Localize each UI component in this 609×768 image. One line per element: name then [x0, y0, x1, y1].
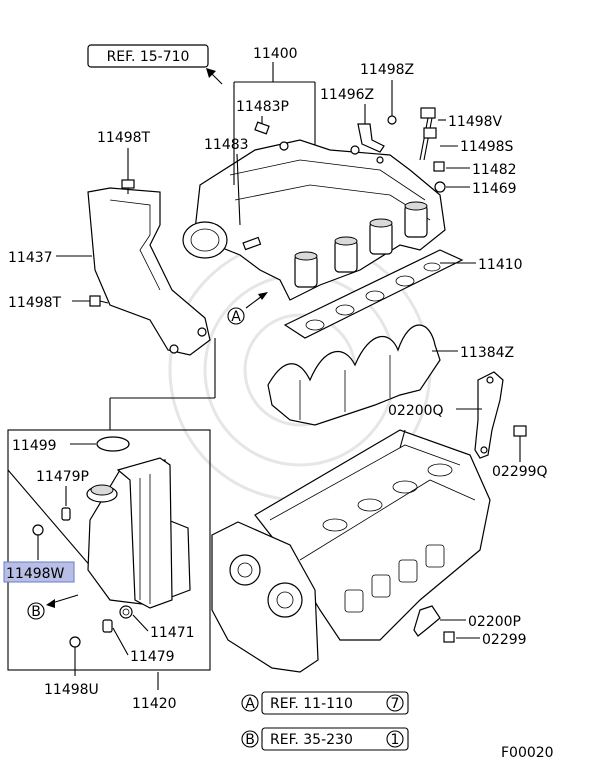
bolt-11498T-top: [121, 179, 135, 194]
label-11498T-top[interactable]: 11498T: [97, 130, 151, 146]
label-11498T-side[interactable]: 11498T: [8, 295, 62, 311]
bolt-11483P: [254, 116, 270, 135]
label-11498U[interactable]: 11498U: [44, 682, 99, 698]
label-02299Q[interactable]: 02299Q: [492, 464, 548, 480]
ref-b-text: REF. 35-230: [270, 732, 353, 748]
label-11384Z[interactable]: 11384Z: [460, 345, 514, 361]
bolt-11498T-side: [89, 295, 109, 307]
grommet-11471: [119, 605, 133, 619]
top-ref-label: REF. 15-710: [107, 49, 190, 65]
top-ref-arrow: [206, 68, 223, 85]
label-11498V[interactable]: 11498V: [448, 114, 503, 130]
ref-b-row[interactable]: B REF. 35-230 1: [241, 727, 409, 751]
figure-code: F00020: [501, 745, 554, 761]
ref-a-letter: A: [245, 696, 255, 712]
ref-b-num: 1: [391, 732, 400, 748]
label-02200Q[interactable]: 02200Q: [388, 403, 444, 419]
nut-11482: [433, 161, 445, 172]
top-ref-box[interactable]: REF. 15-710: [87, 44, 209, 68]
callout-b-circle[interactable]: B: [27, 602, 45, 620]
bracket-02200Q: [474, 371, 504, 459]
leader-11400: [233, 62, 316, 185]
label-11498Z[interactable]: 11498Z: [360, 62, 414, 78]
bracket-02200P: [413, 605, 441, 637]
label-11499[interactable]: 11499: [12, 438, 57, 454]
intake-manifold: [182, 139, 446, 301]
label-11469[interactable]: 11469: [472, 181, 517, 197]
label-11482[interactable]: 11482: [472, 162, 517, 178]
heat-shield-11384Z: [267, 324, 441, 426]
leader-11483: [236, 153, 241, 226]
spacer-11479: [102, 619, 113, 633]
label-11420[interactable]: 11420: [132, 696, 177, 712]
cylinder-head-assembly: [211, 429, 491, 673]
bolt-11498W: [32, 524, 44, 560]
bracket-11496Z: [357, 123, 385, 153]
bolt-11483: [242, 236, 262, 251]
washer-11469: [434, 181, 446, 193]
bracket-11437: [87, 187, 211, 356]
label-11471[interactable]: 11471: [150, 625, 195, 641]
oring-11499: [96, 436, 130, 452]
label-11400[interactable]: 11400: [253, 46, 298, 62]
ref-a-row[interactable]: A REF. 11-110 7: [241, 691, 409, 715]
label-11437[interactable]: 11437: [8, 250, 53, 266]
bolt-11498U: [69, 636, 81, 676]
label-11496Z[interactable]: 11496Z: [320, 87, 374, 103]
bolt-11498S: [423, 127, 437, 139]
callout-a-arrow: [245, 292, 268, 309]
label-11498W: 11498W: [6, 566, 65, 582]
oil-filler-cap: [86, 484, 118, 503]
engine-cover-box: [7, 338, 216, 671]
bolt-02299Q: [513, 425, 527, 448]
callout-a-circle[interactable]: A: [227, 307, 245, 325]
label-11410[interactable]: 11410: [478, 257, 523, 273]
engine-cover-11420: [61, 457, 191, 633]
gasket-11410: [283, 249, 464, 339]
label-11483[interactable]: 11483: [204, 137, 249, 153]
callout-b-arrow: [46, 594, 79, 608]
ref-a-text: REF. 11-110: [270, 696, 353, 712]
leader-11479: [112, 627, 129, 656]
svg-text:B: B: [31, 604, 41, 620]
bolt-11498V: [419, 107, 436, 161]
bolt-02299: [443, 631, 455, 643]
label-11483P[interactable]: 11483P: [236, 99, 289, 115]
label-02200P[interactable]: 02200P: [468, 614, 521, 630]
manifold-runners: [294, 201, 428, 288]
label-11479P[interactable]: 11479P: [36, 469, 89, 485]
ref-b-letter: B: [245, 732, 255, 748]
leader-11471: [132, 614, 149, 632]
bolt-11498Z: [387, 115, 397, 125]
label-11498W-highlight[interactable]: 11498W: [3, 561, 75, 583]
ref-a-num: 7: [391, 696, 400, 712]
label-11498S[interactable]: 11498S: [460, 139, 514, 155]
svg-text:A: A: [231, 309, 241, 325]
label-02299[interactable]: 02299: [482, 632, 527, 648]
spacer-11479P: [61, 507, 71, 521]
label-11479[interactable]: 11479: [130, 649, 175, 665]
